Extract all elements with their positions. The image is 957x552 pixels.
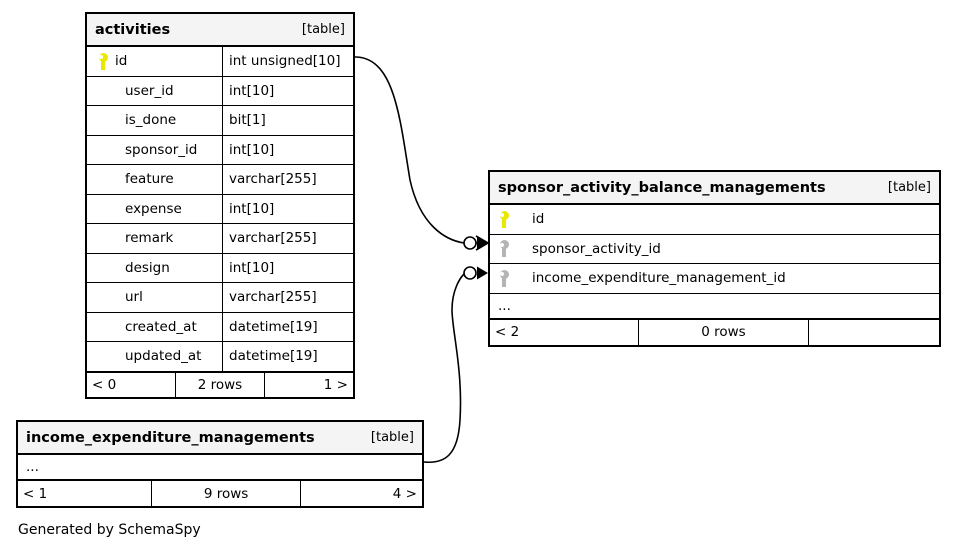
column-type: datetime[19] [222,312,353,341]
more-columns-indicator: ... [18,455,422,481]
table-row[interactable]: feature varchar[255] [87,165,353,195]
table-row[interactable]: design int[10] [87,253,353,283]
column-name: user_id [125,82,174,99]
column-name: remark [125,230,174,247]
column-cell-name: user_id [87,77,222,106]
table-row[interactable]: url varchar[255] [87,283,353,313]
generated-by-credit: Generated by SchemaSpy [18,522,201,538]
relationship-edge-income-expenditure-to-management-id [423,266,488,464]
no-key-icon [97,318,109,335]
table-activities-name: activities [95,21,171,38]
relationship-edge-activities-to-sponsor-activity-id [354,56,489,251]
table-sponsor-activity-balance-managements-header: sponsor_activity_balance_managements [ta… [490,172,939,205]
table-income-expenditure-managements-name: income_expenditure_managements [26,429,315,446]
column-type: int unsigned[10] [222,47,353,76]
more-columns-indicator: ... [490,294,939,320]
column-name: design [125,259,170,276]
table-row[interactable]: sponsor_activity_id [490,235,939,264]
table-sponsor-activity-balance-managements-footer: < 2 0 rows [490,319,939,345]
no-key-icon [97,171,109,188]
column-type: varchar[255] [222,165,353,194]
table-row[interactable]: is_done bit[1] [87,106,353,136]
primary-key-icon [498,210,510,228]
column-type: bit[1] [222,106,353,135]
column-name: feature [125,171,174,188]
no-key-icon [97,141,109,158]
row-count: 0 rows [638,319,809,345]
column-name: is_done [125,112,177,129]
column-name: url [125,289,143,306]
no-key-icon [97,230,109,247]
table-income-expenditure-managements-header: income_expenditure_managements [table] [18,422,422,455]
table-activities-header: activities [table] [87,14,353,47]
column-cell-name: sponsor_activity_id [490,235,939,264]
table-row[interactable]: created_at datetime[19] [87,312,353,342]
column-cell-name: updated_at [87,342,222,371]
table-row[interactable]: expense int[10] [87,194,353,224]
row-count: 9 rows [151,481,301,506]
column-cell-name: id [87,47,222,76]
no-key-icon [97,82,109,99]
no-key-icon [97,112,109,129]
primary-key-icon [97,52,109,70]
column-cell-name: id [490,205,939,234]
table-row[interactable]: income_expenditure_management_id [490,264,939,294]
column-name: sponsor_id [125,141,198,158]
column-type: int[10] [222,135,353,164]
column-cell-name: design [87,254,222,283]
column-type: varchar[255] [222,283,353,312]
next-page-button[interactable]: 4 > [392,485,417,502]
no-key-icon [97,200,109,217]
table-row[interactable]: id int unsigned[10] [87,47,353,77]
table-activities-footer: < 0 2 rows 1 > [87,371,353,397]
table-row[interactable]: updated_at datetime[19] [87,342,353,372]
table-income-expenditure-managements-tag: [table] [370,430,414,445]
table-activities[interactable]: activities [table] id int unsigned[10] u… [85,12,355,399]
column-cell-name: url [87,283,222,312]
foreign-key-icon [498,240,510,258]
table-income-expenditure-managements[interactable]: income_expenditure_managements [table] .… [16,420,424,508]
column-cell-name: remark [87,224,222,253]
table-sponsor-activity-balance-managements[interactable]: sponsor_activity_balance_managements [ta… [488,170,941,347]
next-page-button[interactable]: 1 > [323,376,348,393]
column-cell-name: income_expenditure_management_id [490,264,939,293]
table-sponsor-activity-balance-managements-tag: [table] [887,180,931,195]
table-row[interactable]: sponsor_id int[10] [87,135,353,165]
column-name: id [532,211,545,228]
table-sponsor-activity-balance-managements-name: sponsor_activity_balance_managements [498,179,826,196]
column-type: int[10] [222,194,353,223]
no-key-icon [97,289,109,306]
column-name: updated_at [125,348,202,365]
column-name: id [115,53,128,70]
column-cell-name: sponsor_id [87,136,222,165]
column-name: expense [125,200,182,217]
prev-page-button[interactable]: < 1 [23,485,48,502]
table-row[interactable]: user_id int[10] [87,76,353,106]
no-key-icon [97,259,109,276]
column-type: varchar[255] [222,224,353,253]
table-row[interactable]: remark varchar[255] [87,224,353,254]
row-count: 2 rows [174,372,266,397]
next-page-button[interactable] [809,320,939,345]
column-type: int[10] [222,253,353,282]
column-name: income_expenditure_management_id [532,270,786,287]
column-cell-name: expense [87,195,222,224]
column-cell-name: feature [87,165,222,194]
column-name: created_at [125,318,197,335]
prev-page-button[interactable]: < 0 [92,376,117,393]
column-cell-name: created_at [87,313,222,342]
prev-page-button[interactable]: < 2 [495,324,520,340]
column-type: datetime[19] [222,342,353,371]
column-type: int[10] [222,76,353,105]
table-activities-tag: [table] [301,22,345,37]
column-name: sponsor_activity_id [532,240,661,257]
foreign-key-icon [498,269,510,287]
column-cell-name: is_done [87,106,222,135]
no-key-icon [97,348,109,365]
table-income-expenditure-managements-footer: < 1 9 rows 4 > [18,481,422,506]
table-row[interactable]: id [490,205,939,235]
